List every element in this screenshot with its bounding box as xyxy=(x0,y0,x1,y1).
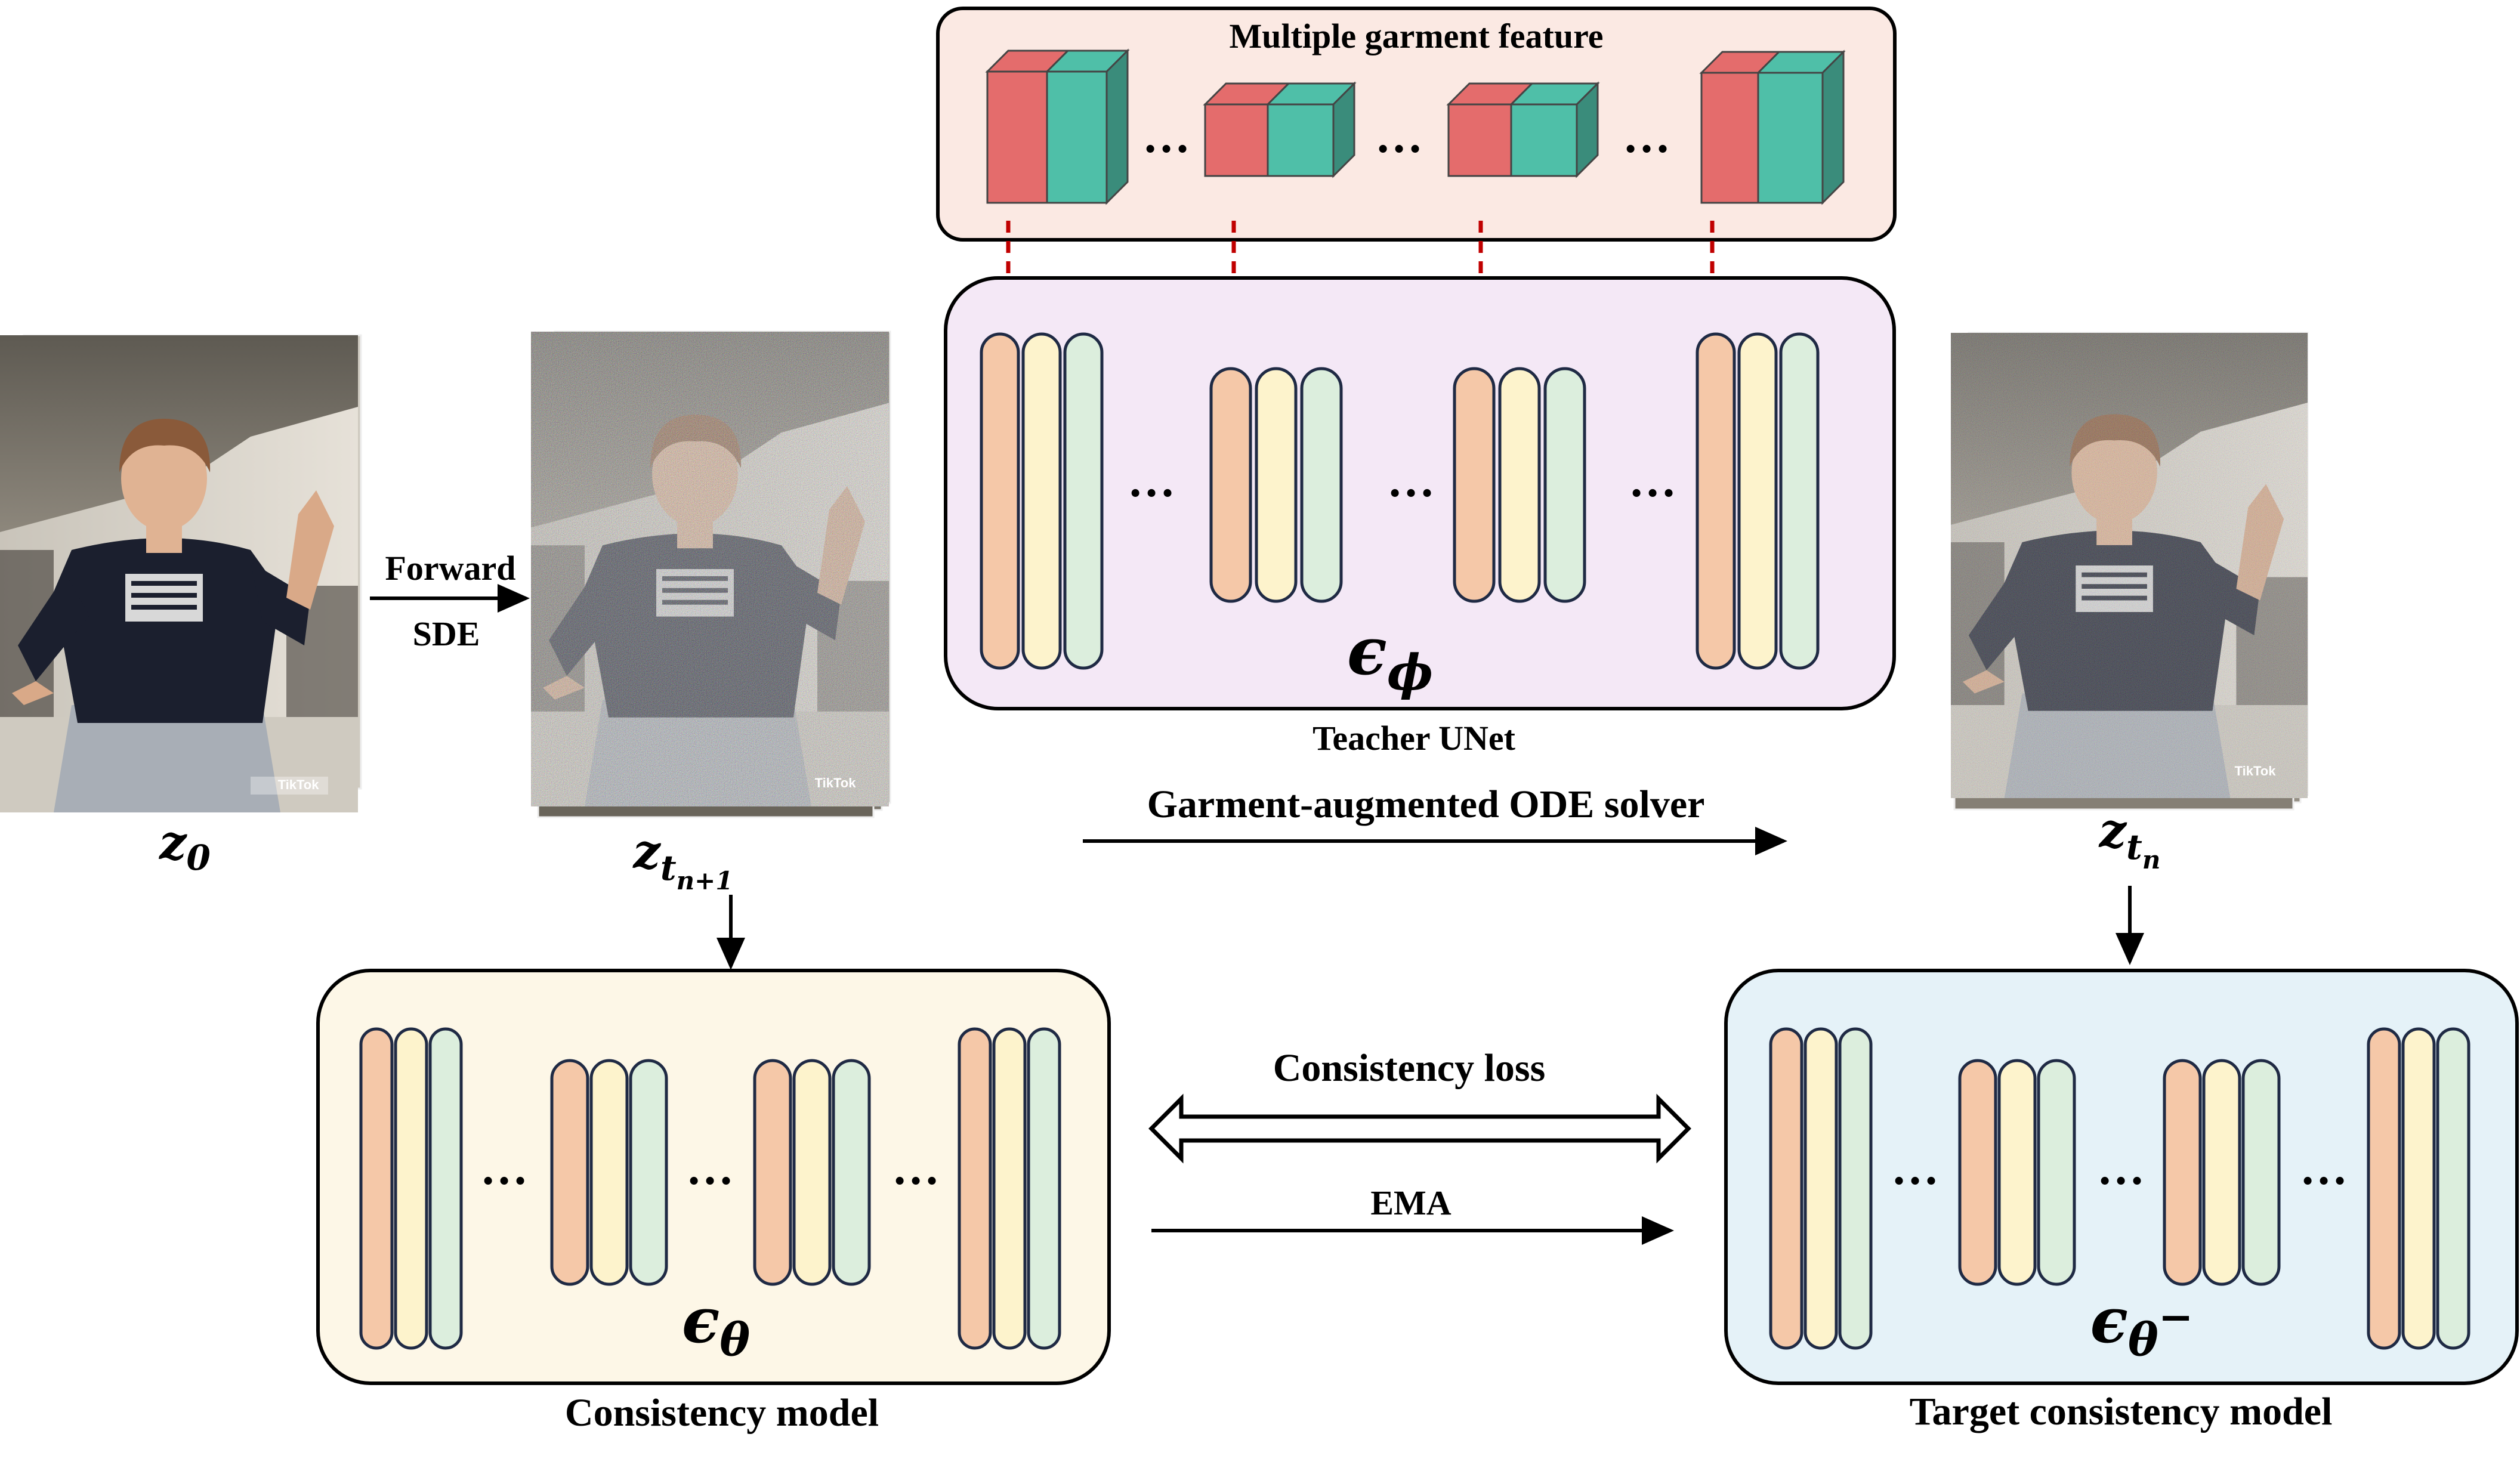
ellipsis: … xyxy=(1387,455,1435,507)
teacher-unet-label: Teacher UNet xyxy=(1312,719,1516,758)
ellipsis: … xyxy=(1142,110,1190,163)
consistency-loss-label: Consistency loss xyxy=(1273,1046,1546,1090)
photo-watermark: TikTok xyxy=(278,777,320,792)
ellipsis: … xyxy=(1128,455,1175,507)
ellipsis: … xyxy=(2097,1142,2145,1195)
epsilon-phi: ϵϕ xyxy=(1347,613,1433,701)
epsilon-theta: ϵθ xyxy=(682,1284,750,1366)
teacher-unet-box xyxy=(944,276,1896,710)
consistency-model-layers xyxy=(359,1027,1061,1350)
target-consistency-model-label: Target consistency model xyxy=(1910,1390,2333,1433)
photo-watermark: TikTok xyxy=(2235,764,2277,778)
z-tn-label: ztn xyxy=(2098,802,2161,874)
z-tn-image-stack: TikTok xyxy=(1951,332,2309,811)
consistency-model-label: Consistency model xyxy=(565,1391,879,1435)
ellipsis: … xyxy=(1623,110,1670,163)
garment-feature-cube xyxy=(985,48,1130,205)
ellipsis: … xyxy=(480,1142,528,1195)
z0-label: z0 xyxy=(158,814,211,878)
ellipsis: … xyxy=(686,1142,734,1195)
ellipsis: … xyxy=(2300,1142,2348,1195)
garment-feature-cube xyxy=(1446,81,1600,178)
garment-feature-cube xyxy=(1699,50,1846,205)
ellipsis: … xyxy=(1629,455,1676,507)
forward-label: Forward xyxy=(385,549,515,588)
epsilon-theta-minus: ϵθ− xyxy=(2090,1284,2194,1366)
photo-watermark: TikTok xyxy=(815,775,857,790)
z-tn1-image-stack: TikTok xyxy=(531,330,891,818)
ellipsis: … xyxy=(1375,110,1423,163)
ellipsis: … xyxy=(892,1142,940,1195)
target-consistency-model-box xyxy=(1724,969,2519,1385)
z-tn1-label: ztn+1 xyxy=(632,823,733,895)
garment-panel-title: Multiple garment feature xyxy=(1229,17,1603,55)
garment-panel xyxy=(936,7,1897,242)
teacher-unet-layers xyxy=(980,332,1820,670)
target-consistency-model-layers xyxy=(1769,1027,2470,1350)
z0-image-stack: TikTok xyxy=(0,334,362,812)
consistency-model-box xyxy=(316,969,1111,1385)
ellipsis: … xyxy=(1891,1142,1939,1195)
consistency-loss-double-arrow xyxy=(1148,1093,1691,1164)
garment-feature-cube xyxy=(1203,81,1357,178)
ode-solver-label: Garment-augmented ODE solver xyxy=(1147,783,1705,826)
sde-label: SDE xyxy=(413,614,480,653)
ema-label: EMA xyxy=(1370,1183,1451,1222)
garment-injection-arrows xyxy=(992,221,1729,320)
